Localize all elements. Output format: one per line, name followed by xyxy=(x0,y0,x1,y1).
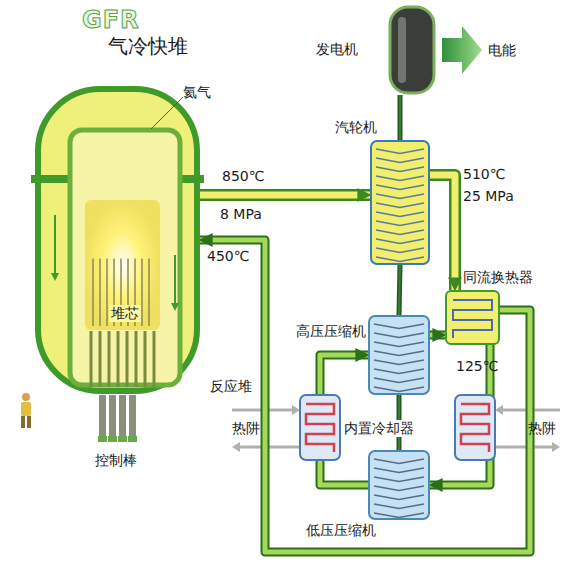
part-label: 内置冷却器 xyxy=(342,420,416,437)
temperature-label: 450℃ xyxy=(207,248,249,265)
generator: 发电机 xyxy=(388,5,436,95)
reactor-vessel: 反应堆堆芯 xyxy=(35,75,200,395)
logo-text: GFR xyxy=(82,6,140,35)
intercooler xyxy=(300,395,340,460)
shaft-line xyxy=(399,265,400,315)
node-label: 低压压缩机 xyxy=(306,522,376,539)
control-rods xyxy=(98,395,137,442)
node-label: 反应堆 xyxy=(210,378,252,395)
temperature-label: 125℃ xyxy=(456,358,498,375)
turbine: 汽轮机 xyxy=(370,140,430,265)
person-icon xyxy=(21,393,31,428)
callout-label: 氦气 xyxy=(183,84,211,101)
reactor-core: 堆芯 xyxy=(85,200,160,330)
heat-sink-label: 热阱 xyxy=(528,420,556,437)
low-pressure-compressor: 低压压缩机 xyxy=(368,450,430,520)
coolant-pipe xyxy=(200,195,370,196)
pressure-label: 8 MPa xyxy=(220,206,262,223)
node-label: 堆芯 xyxy=(109,305,141,322)
energy-arrow xyxy=(442,26,482,74)
coolant-pipe xyxy=(430,335,445,336)
node-label: 汽轮机 xyxy=(335,119,377,136)
part-label: 控制棒 xyxy=(95,452,137,469)
coolant-pipe xyxy=(430,175,455,290)
low-pressure-compressor-shape xyxy=(368,450,430,520)
turbine-shape xyxy=(370,140,430,265)
temperature-label: 510℃ xyxy=(463,166,505,183)
recuperator-shape xyxy=(445,290,500,345)
coolant-pipe xyxy=(200,240,530,552)
node-label: 发电机 xyxy=(316,41,358,58)
high-pressure-compressor-shape xyxy=(368,315,430,395)
node-label: 高压压缩机 xyxy=(296,323,366,340)
shaft-line xyxy=(400,95,401,140)
high-pressure-compressor: 高压压缩机 xyxy=(368,315,430,395)
precooler xyxy=(455,395,495,460)
node-label: 同流换热器 xyxy=(463,269,533,286)
generator-shape xyxy=(388,5,436,95)
output-label: 电能 xyxy=(488,42,516,59)
pressure-label: 25 MPa xyxy=(463,188,514,205)
recuperator: 同流换热器 xyxy=(445,290,500,345)
temperature-label: 850℃ xyxy=(222,168,264,185)
diagram-title: 气冷快堆 xyxy=(108,34,188,58)
heat-sink-lines xyxy=(232,405,560,452)
heat-sink-label: 热阱 xyxy=(232,420,260,437)
